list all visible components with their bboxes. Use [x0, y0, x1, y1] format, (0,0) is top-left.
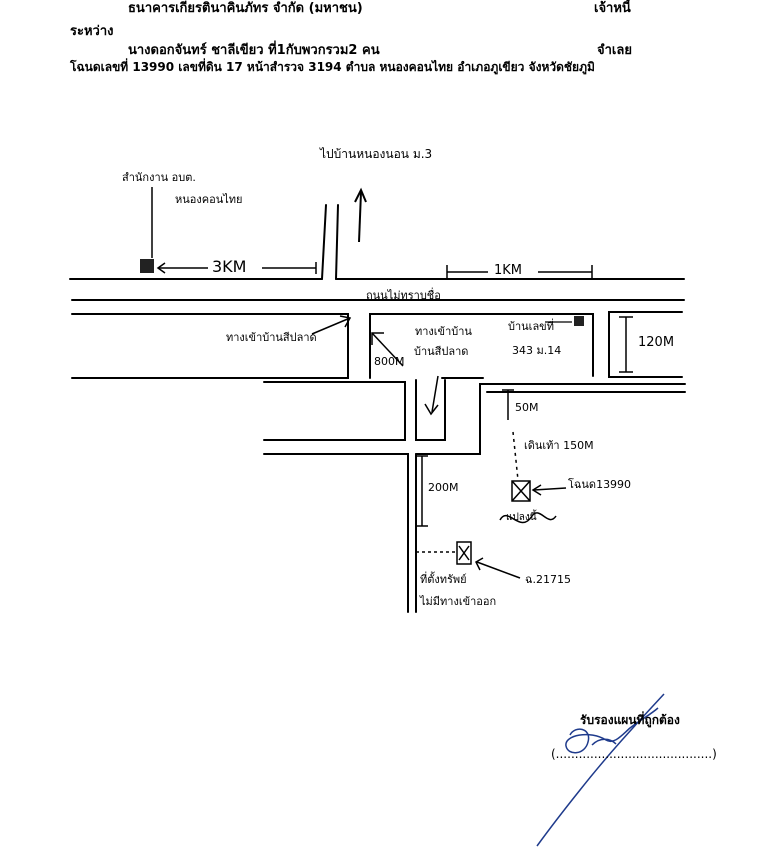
certify-text: รับรองแผนที่ถูกต้อง [580, 713, 680, 727]
defendant-role: จำเลย [597, 43, 632, 58]
land-location-line2: ไม่มีทางเข้าออก [420, 595, 497, 608]
reference-plot-label: ฉ.21715 [525, 573, 571, 586]
house-marker [574, 316, 584, 326]
walk-distance-label: เดินเท้า 150M [524, 439, 594, 452]
distance-50m: 50M [515, 401, 539, 414]
deed-details: โฉนดเลขที่ 13990 เลขที่ดิน 17 หน้าสำรวจ … [70, 60, 595, 74]
defendant-name: นางดอกจันทร์ ชาลีเขียว ที่1กับพวกรวม2 คน [128, 43, 380, 58]
distance-3km: 3KM [212, 257, 247, 276]
deed-number-label: โฉนด13990 [568, 478, 632, 491]
deed-plot-marker [511, 480, 531, 502]
to-village-label: ไปบ้านหนองนอน ม.3 [320, 147, 433, 161]
left-entrance-label: ทางเข้าบ้านสีปลาด [226, 331, 317, 344]
between-label: ระหว่าง [70, 24, 114, 39]
distance-200m: 200M [428, 481, 459, 494]
office-label-line2: หนองคอนไทย [175, 193, 243, 206]
distance-800m: 800M [374, 355, 405, 368]
land-location-line1: ที่ตั้งทรัพย์ [420, 573, 467, 586]
signature-scribble [536, 693, 665, 847]
signature-blank: (.......................................… [551, 747, 717, 761]
plaintiff-name: ธนาคารเกียรตินาคินภัทร จำกัด (มหาชน) [128, 1, 363, 16]
distance-120m: 120M [638, 335, 675, 350]
entrance-label-line2: บ้านสีปลาด [414, 345, 469, 358]
office-marker [140, 259, 154, 273]
distance-1km: 1KM [494, 263, 523, 278]
land-plot-marker [456, 541, 472, 565]
entrance-label-line1: ทางเข้าบ้าน [415, 325, 472, 338]
road-name-label: ถนนไม่ทราบชื่อ [366, 289, 441, 302]
plaintiff-role: เจ้าหนี้ [594, 1, 631, 16]
deed-area-label: แปลงนี้ [506, 512, 537, 523]
office-label-line1: สำนักงาน อบต. [122, 171, 196, 184]
house-number-line2: 343 ม.14 [512, 344, 562, 357]
house-number-line1: บ้านเลขที่ [508, 320, 554, 333]
